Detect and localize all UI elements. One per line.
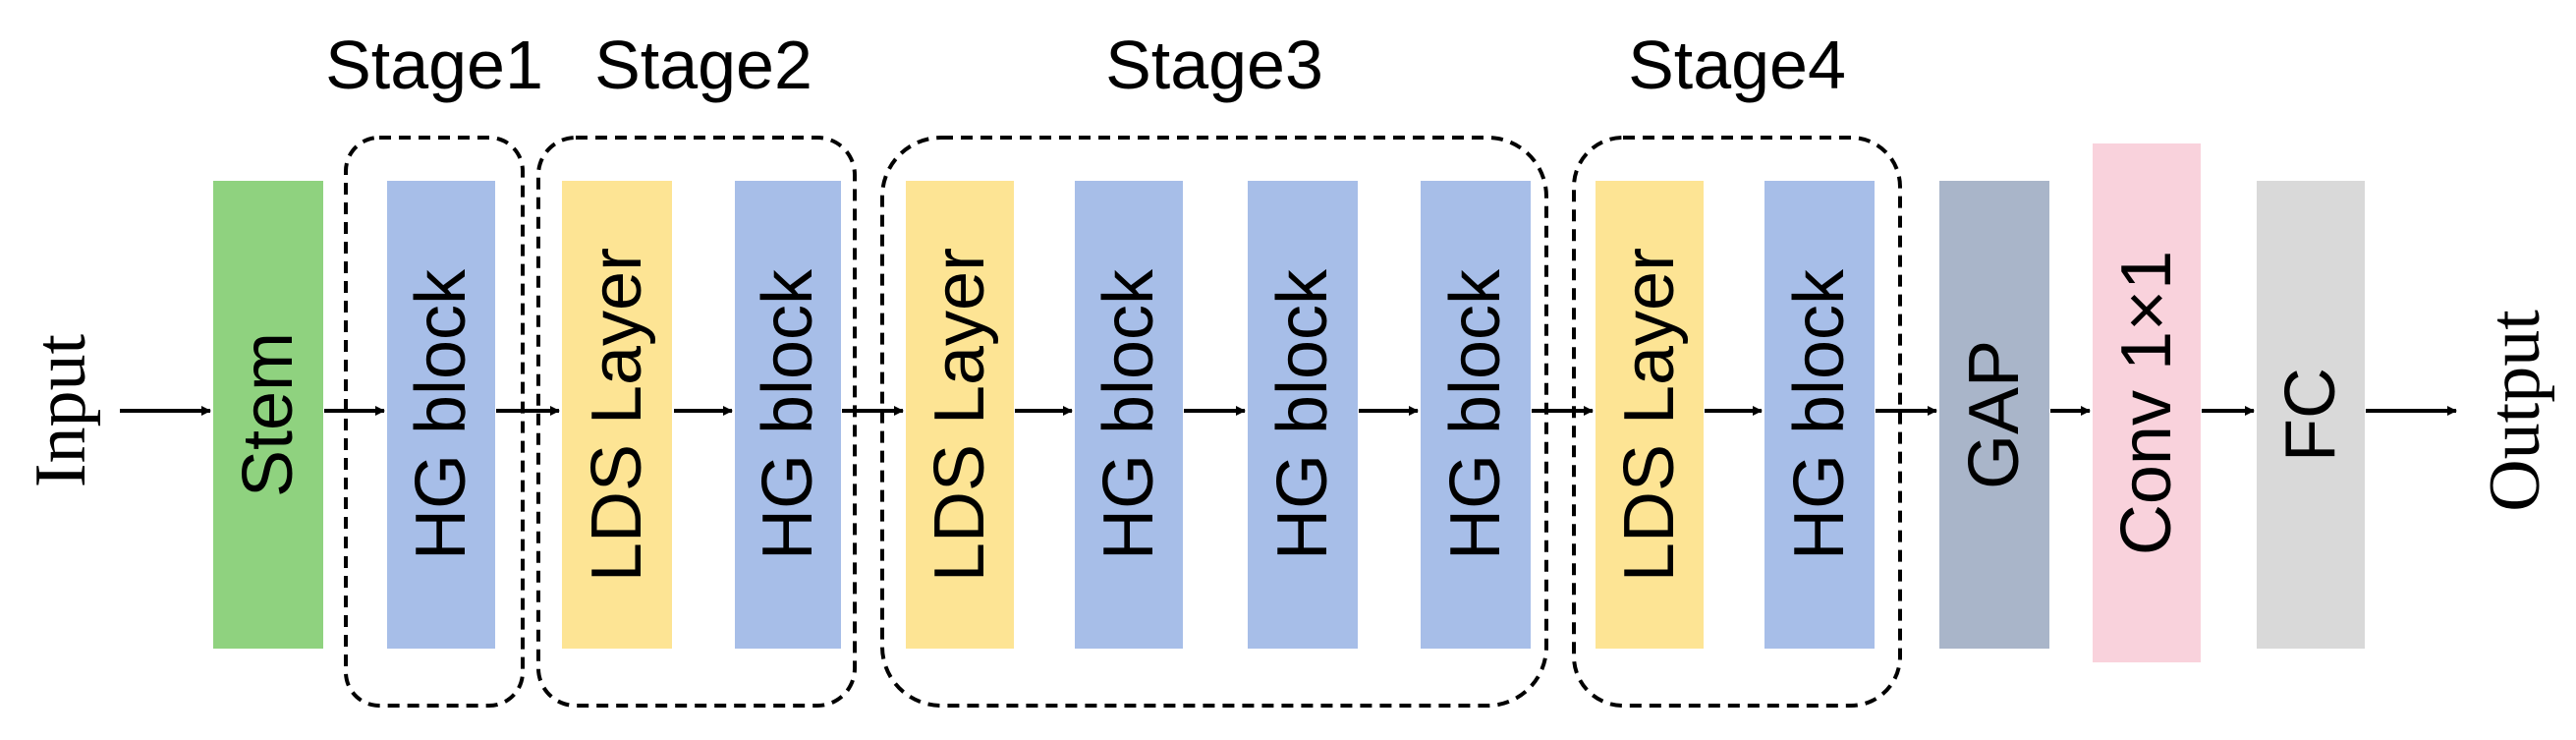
block-conv: Conv 1×1 xyxy=(2093,143,2201,662)
stage1-label: Stage1 xyxy=(325,27,543,103)
block-stage3-hg-1: HG block xyxy=(1075,181,1183,649)
block-stage1-hg: HG block xyxy=(387,181,495,649)
block-stage1-hg-box xyxy=(387,181,495,649)
block-stage3-hg-2-box xyxy=(1248,181,1358,649)
block-stage4-hg-label: HG block xyxy=(1780,268,1859,560)
block-stage3-hg-3-label: HG block xyxy=(1436,268,1515,560)
block-stage3-hg-2-label: HG block xyxy=(1263,268,1342,560)
block-stage2-hg: HG block xyxy=(735,181,841,649)
block-fc-box xyxy=(2257,181,2365,649)
block-stage3-hg-1-box xyxy=(1075,181,1183,649)
block-stage3-hg-1-label: HG block xyxy=(1090,268,1168,560)
block-stage2-lds-label: LDS Layer xyxy=(578,248,656,582)
block-stage2-lds: LDS Layer xyxy=(562,181,672,649)
block-stage3-lds-label: LDS Layer xyxy=(921,248,999,582)
stage4-container xyxy=(1572,136,1902,708)
block-conv-box xyxy=(2093,143,2201,662)
block-stage4-lds-box xyxy=(1596,181,1704,649)
block-fc-label: FC xyxy=(2271,368,2350,462)
block-gap-box xyxy=(1939,181,2049,649)
block-stage3-lds-box xyxy=(906,181,1014,649)
input-label: Input xyxy=(21,333,101,487)
stage2-label: Stage2 xyxy=(594,27,812,103)
block-fc: FC xyxy=(2257,181,2365,649)
block-stage4-hg: HG block xyxy=(1764,181,1875,649)
block-stage2-lds-box xyxy=(562,181,672,649)
block-stage3-lds: LDS Layer xyxy=(906,181,1014,649)
block-stage3-hg-3-box xyxy=(1421,181,1531,649)
stage3-container xyxy=(880,136,1548,708)
block-gap-label: GAP xyxy=(1955,340,2034,489)
block-conv-label: Conv 1×1 xyxy=(2107,251,2186,555)
block-gap: GAP xyxy=(1939,181,2049,649)
block-stage4-lds: LDS Layer xyxy=(1596,181,1704,649)
output-label: Output xyxy=(2475,310,2555,512)
block-stage4-hg-box xyxy=(1764,181,1875,649)
block-stem-box xyxy=(213,181,323,649)
block-stage3-hg-2: HG block xyxy=(1248,181,1358,649)
stage3-label: Stage3 xyxy=(1105,27,1323,103)
stage4-label: Stage4 xyxy=(1628,27,1846,103)
stage1-container xyxy=(344,136,525,708)
block-stage2-hg-box xyxy=(735,181,841,649)
block-stem-label: Stem xyxy=(229,332,308,497)
block-stem: Stem xyxy=(213,181,323,649)
stage2-container xyxy=(536,136,857,708)
block-stage4-lds-label: LDS Layer xyxy=(1610,248,1689,582)
block-stage1-hg-label: HG block xyxy=(402,268,480,560)
block-stage3-hg-3: HG block xyxy=(1421,181,1531,649)
block-stage2-hg-label: HG block xyxy=(749,268,827,560)
